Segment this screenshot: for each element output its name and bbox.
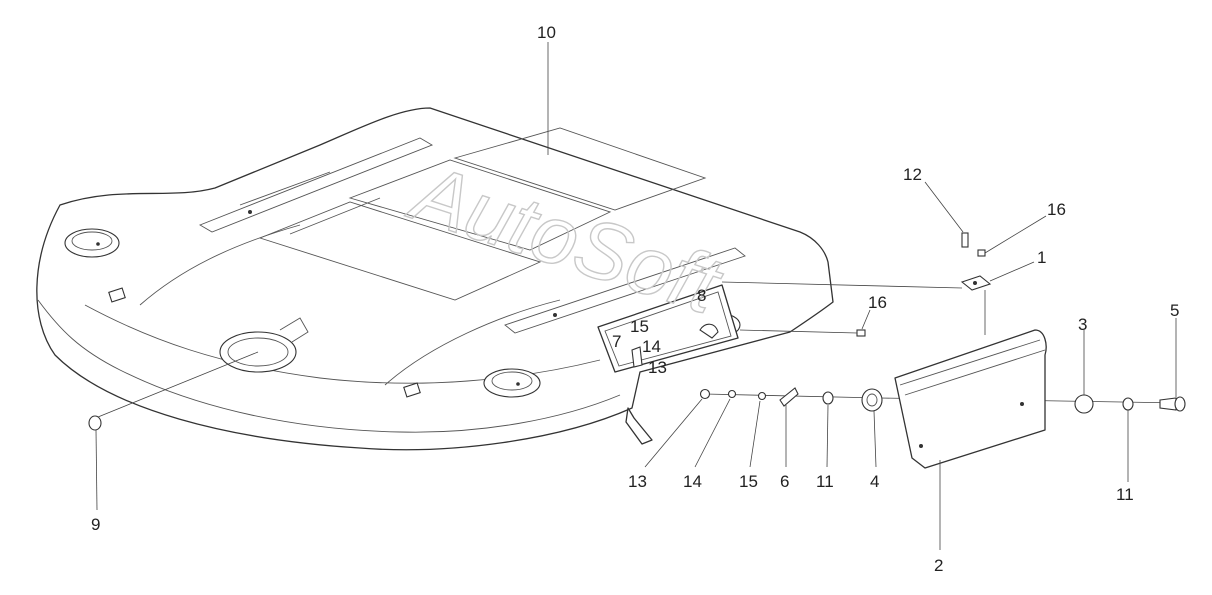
callout-10: 10: [537, 23, 556, 42]
callout-labels: 10 12 16 1 16 3 5 8 15 7 14 13 13 14 15 …: [91, 23, 1179, 575]
callout-16-mid: 16: [868, 293, 887, 312]
callout-1: 1: [1037, 248, 1046, 267]
hardware-row: [699, 387, 1186, 414]
callout-8: 8: [697, 286, 706, 305]
rubber-plug: [88, 415, 102, 431]
callout-9: 9: [91, 515, 100, 534]
leader-lines: [95, 42, 1177, 550]
callout-4: 4: [870, 472, 879, 491]
callout-15: 15: [739, 472, 758, 491]
callout-5: 5: [1170, 301, 1179, 320]
callout-14: 14: [683, 472, 702, 491]
callout-6: 6: [780, 472, 789, 491]
callout-11-right: 11: [1116, 485, 1134, 504]
callout-16-top: 16: [1047, 200, 1066, 219]
callout-3: 3: [1078, 315, 1087, 334]
callout-13-inset: 13: [648, 358, 667, 377]
callout-7: 7: [612, 332, 621, 351]
callout-15-inset: 15: [630, 317, 649, 336]
callout-11-left: 11: [816, 472, 834, 491]
callout-14-inset: 14: [642, 337, 661, 356]
callout-12: 12: [903, 165, 922, 184]
callout-2: 2: [934, 556, 943, 575]
upper-bracket: [721, 232, 992, 337]
callout-13: 13: [628, 472, 647, 491]
hatch-cover: [597, 284, 739, 445]
guard-plate: [894, 329, 1047, 469]
